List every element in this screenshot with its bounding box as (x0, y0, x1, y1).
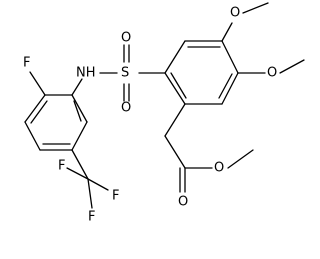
sulfonyl-oxygen-atom: O (121, 101, 131, 116)
cf3-fluorine-atom: F (112, 189, 119, 204)
methoxy-oxygen-atom: O (267, 66, 277, 81)
methyl-acetate-chain: O O (164, 103, 254, 210)
nh-group: NH (76, 66, 96, 81)
cf3-fluorine-atom: F (58, 159, 65, 174)
methoxy-group-top: O (221, 2, 269, 42)
ester-oxygen-atom: O (214, 161, 224, 176)
methoxy-oxygen-atom: O (230, 6, 240, 21)
fluorine-atom: F (23, 56, 30, 71)
molecule-drawing: F F F F NH S O O (23, 2, 305, 225)
carbonyl-oxygen-atom: O (178, 195, 188, 210)
sulfonyl-oxygen-atom: O (121, 31, 131, 46)
fluoro-substituent: F (23, 56, 46, 96)
methoxy-group-bottom: O (237, 59, 305, 81)
sulfonamide-nh: NH (71, 66, 118, 96)
cf3-fluorine-atom: F (88, 210, 95, 225)
structure-diagram: F F F F NH S O O (23, 2, 305, 225)
left-benzene-ring (24, 94, 88, 151)
sulfonyl-group: S O O (121, 31, 166, 116)
trifluoromethyl-group: F F F (58, 149, 119, 225)
right-benzene-ring (164, 40, 239, 105)
sulfur-atom: S (121, 66, 129, 81)
